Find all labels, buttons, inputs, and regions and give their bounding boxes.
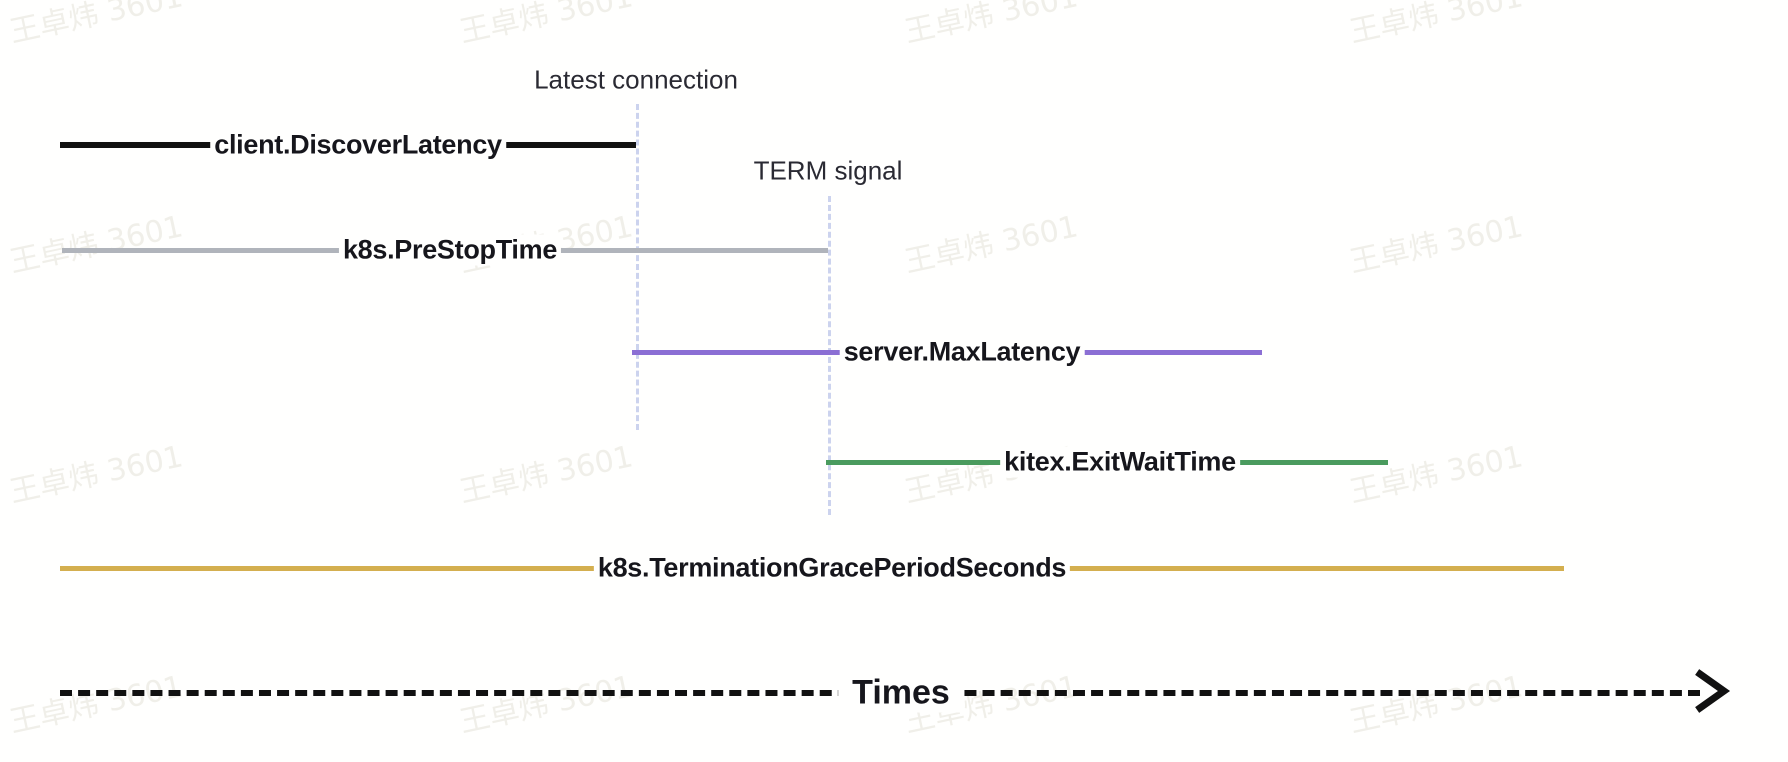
marker-label-latest-connection: Latest connection — [534, 64, 738, 95]
bar-label-server-max-latency: server.MaxLatency — [839, 336, 1085, 368]
bar-label-k8s-prestop-time: k8s.PreStopTime — [338, 234, 562, 266]
bar-label-client-discover-latency: client.DiscoverLatency — [210, 129, 506, 161]
right-arrow-icon — [1694, 668, 1740, 719]
bar-label-kitex-exit-wait-time: kitex.ExitWaitTime — [1000, 446, 1240, 478]
time-axis-label: Times — [838, 673, 964, 713]
bar-label-k8s-termination-grace-period-seconds: k8s.TerminationGracePeriodSeconds — [593, 552, 1071, 584]
marker-line-latest-connection — [636, 104, 639, 430]
marker-line-term-signal — [828, 196, 831, 515]
marker-label-term-signal: TERM signal — [753, 155, 903, 186]
